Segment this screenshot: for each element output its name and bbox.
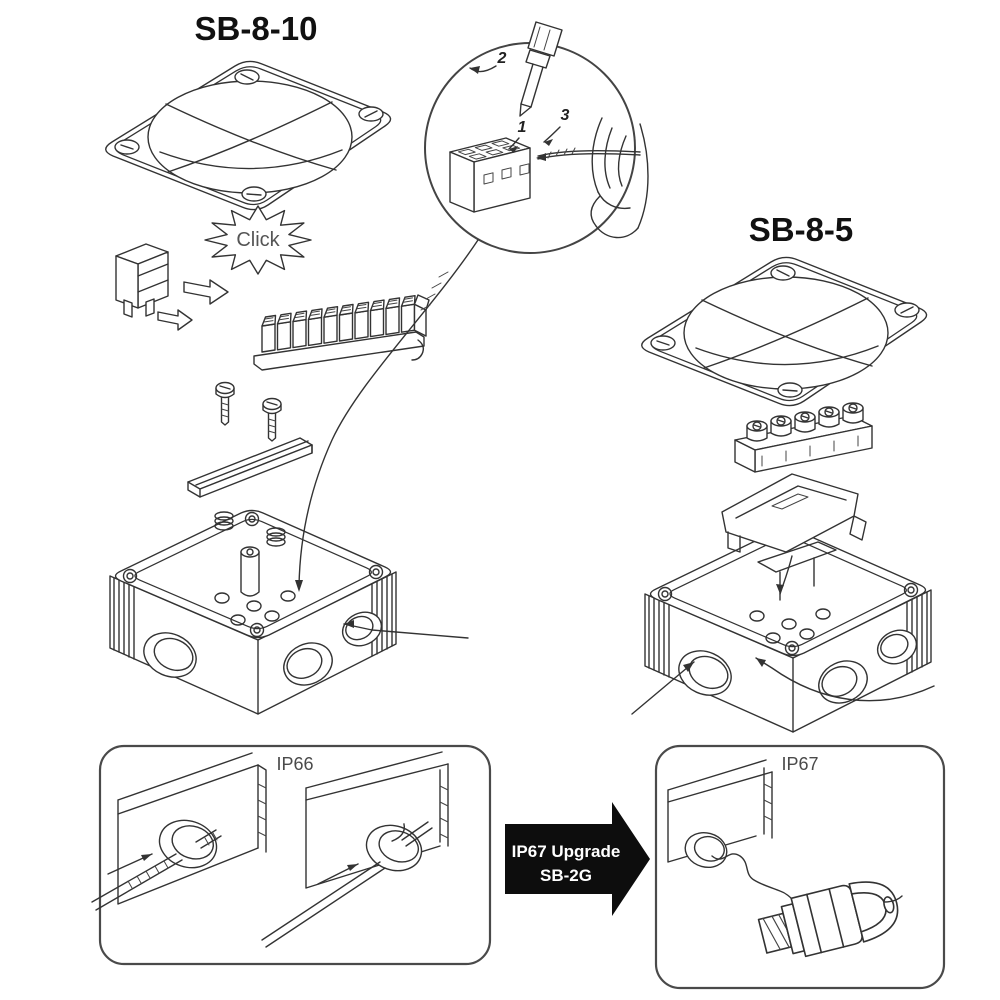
inset-leader-wire: [295, 239, 479, 592]
box-interior-parts: [214, 511, 286, 597]
wire-into-left-box: [343, 620, 469, 639]
upgrade-arrow-line2: SB-2G: [540, 866, 592, 885]
ip67-panel: IP67: [654, 744, 946, 990]
wall-hole-left: [117, 752, 267, 905]
mounting-rail: [187, 437, 313, 498]
single-terminal-component: [115, 243, 169, 318]
curly-wire: [711, 853, 795, 902]
step-1-arrow: [508, 137, 520, 150]
step-1-label: 1: [518, 119, 527, 136]
wires-right-box: [631, 657, 935, 715]
mounting-screw: [215, 381, 235, 426]
terminal-strip-5-pole: [734, 402, 873, 473]
step-2-label: 2: [497, 50, 507, 67]
mounting-bracket: [721, 473, 867, 553]
wire-left: [91, 829, 222, 911]
screwdriver-icon: [519, 21, 563, 117]
sb-8-5-lid: [642, 257, 927, 405]
click-label: Click: [236, 229, 280, 251]
center-stud: [240, 546, 260, 597]
sb-8-10-title: SB-8-10: [195, 10, 318, 47]
ip67-label: IP67: [781, 754, 818, 774]
ip66-panel: IP66: [91, 744, 492, 966]
cable-gland-icon: [757, 881, 899, 958]
assembly-arrow-icon: [157, 309, 193, 331]
step-3-arrow: [543, 126, 561, 143]
wire-right: [261, 821, 433, 948]
upgrade-arrow-line1: IP67 Upgrade: [512, 842, 621, 861]
bracket-leader: [776, 555, 793, 595]
hand-icon: [590, 117, 649, 239]
mounting-screw: [262, 397, 282, 442]
click-burst: Click: [204, 205, 312, 275]
wiring-detail-inset: 2 1 3: [424, 21, 649, 254]
step-3-label: 3: [561, 107, 570, 124]
terminal-strip-10-pole: [253, 294, 430, 371]
assembly-arrow-icon: [183, 279, 229, 305]
upgrade-arrow: IP67 Upgrade SB-2G: [505, 802, 650, 916]
ip66-label: IP66: [276, 754, 313, 774]
sb-8-10-lid: [106, 61, 391, 209]
sb-8-10-box: [110, 511, 396, 715]
wire-tail: [883, 895, 903, 903]
sb-8-5-title: SB-8-5: [749, 211, 854, 248]
sb-8-5-box: [645, 529, 931, 733]
lever-terminal-icon: [449, 137, 531, 213]
wire-icon: [536, 147, 641, 161]
